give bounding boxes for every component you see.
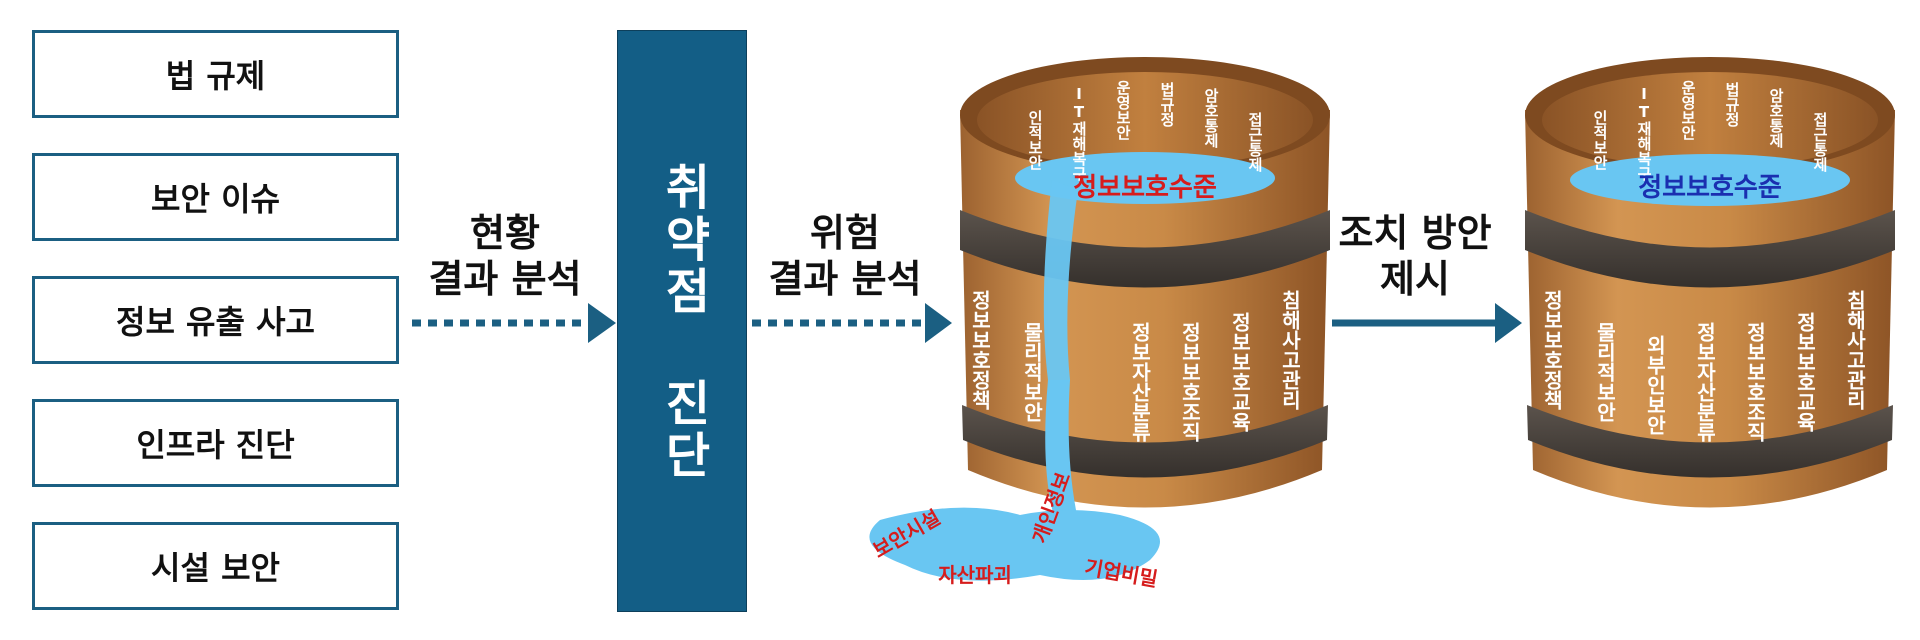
stave-label: 외부인보안 [1643,335,1667,435]
stave-label: 정보보호교육 [1228,312,1252,433]
flow-label-line: 현황 [470,211,540,255]
leak-label: 자산파괴 [938,563,1012,587]
diagnosis-block: 취약점 진단 [617,30,747,612]
barrel-inside [1542,72,1878,168]
stave-label: 정보자산분류 [1128,322,1152,442]
category-box-law: 법 규제 [32,30,399,118]
category-box-infra: 인프라 진단 [32,399,399,487]
front-staves: 정보보호정책 물리적보안 정보자산분류 정보보호조직 정보보호교육 침해사고관리 [968,290,1302,442]
category-label: 정보 유출 사고 [116,303,315,341]
stave-label: 운영보안 [1114,80,1132,140]
back-staves: 인적보안 IT재해복구 운영보안 법규정 암호통제 접근통제 [1026,80,1264,182]
level-label: 정보보호수준 [1638,173,1782,203]
category-label: 시설 보안 [151,549,280,587]
category-box-facility: 시설 보안 [32,522,399,610]
flow-label-action: 조치 방안 제시 [1320,210,1510,302]
back-staves: 인적보안 IT재해복구 운영보안 법규정 암호통제 접근통제 [1591,80,1829,182]
flow-label-line: 결과 분석 [428,257,582,301]
stave-label: 정보보호교육 [1793,312,1817,433]
stave-label: 정보자산분류 [1693,322,1717,442]
barrel-body [1525,110,1895,508]
flow-label-line: 조치 방안 [1338,211,1492,255]
stave-label: 물리적보안 [1593,322,1617,422]
arrow-action [1332,303,1522,343]
stave-label: IT재해복구 [1070,85,1088,182]
category-label: 보안 이슈 [151,180,280,218]
stave-label: 접근통제 [1246,111,1264,173]
stave-label: 운영보안 [1679,80,1697,140]
category-label: 인프라 진단 [136,426,295,464]
flow-label-line: 결과 분석 [768,257,922,301]
barrel-leaking: 인적보안 IT재해복구 운영보안 법규정 암호통제 접근통제 정보보호수준 정보보호정책 물… [869,57,1330,591]
stave-label: 정보보호정책 [968,290,992,410]
barrel-full: 인적보안 IT재해복구 운영보안 법규정 암호통제 접근통제 정보보호수준 정보보호정책 물… [1525,57,1895,508]
stave-label: 정보보호정책 [1540,290,1564,410]
category-box-info-leak: 정보 유출 사고 [32,276,399,364]
stave-label: 인적보안 [1026,109,1044,170]
flow-label-line: 제시 [1380,257,1450,301]
stave-label: 물리적보안 [1020,322,1044,422]
barrel-inside [977,72,1313,168]
stave-label: 정보보호조직 [1743,322,1767,442]
water-puddle [869,507,1160,581]
water-surface [1570,154,1850,206]
flow-label-risk: 위험 결과 분석 [760,210,930,302]
category-label: 법 규제 [165,57,266,95]
stave-label: 법규정 [1723,82,1741,128]
flow-label-current: 현황 결과 분석 [420,210,590,302]
water-surface [1015,152,1275,204]
water-stream [1043,180,1078,380]
level-text: 정보보호수준 [1638,173,1782,203]
diagnosis-label: 취약점 진단 [655,162,711,482]
barrel-band [1525,210,1895,288]
level-text: 정보보호수준 [1073,173,1217,203]
level-label: 정보보호수준 [1073,173,1217,203]
water-stream-lower [1045,380,1078,520]
category-box-security-issue: 보안 이슈 [32,153,399,241]
stave-label: 침해사고관리 [1278,290,1302,411]
arrow-current [412,303,616,343]
barrel-band [1527,405,1893,478]
stave-label: 암호통제 [1767,87,1785,149]
front-staves: 정보보호정책 물리적보안 외부인보안 정보자산분류 정보보호조직 정보보호교육 침해사고관리 [1540,290,1867,442]
flow-label-line: 위험 [810,211,880,255]
stave-label: 인적보안 [1591,109,1609,170]
stave-label: 암호통제 [1202,87,1220,149]
stave-label: 법규정 [1158,82,1176,128]
stave-label: 정보보호조직 [1178,322,1202,442]
stave-label: 침해사고관리 [1843,290,1867,411]
arrow-risk [752,303,952,343]
stave-label: IT재해복구 [1635,85,1653,182]
stave-label: 접근통제 [1811,111,1829,173]
